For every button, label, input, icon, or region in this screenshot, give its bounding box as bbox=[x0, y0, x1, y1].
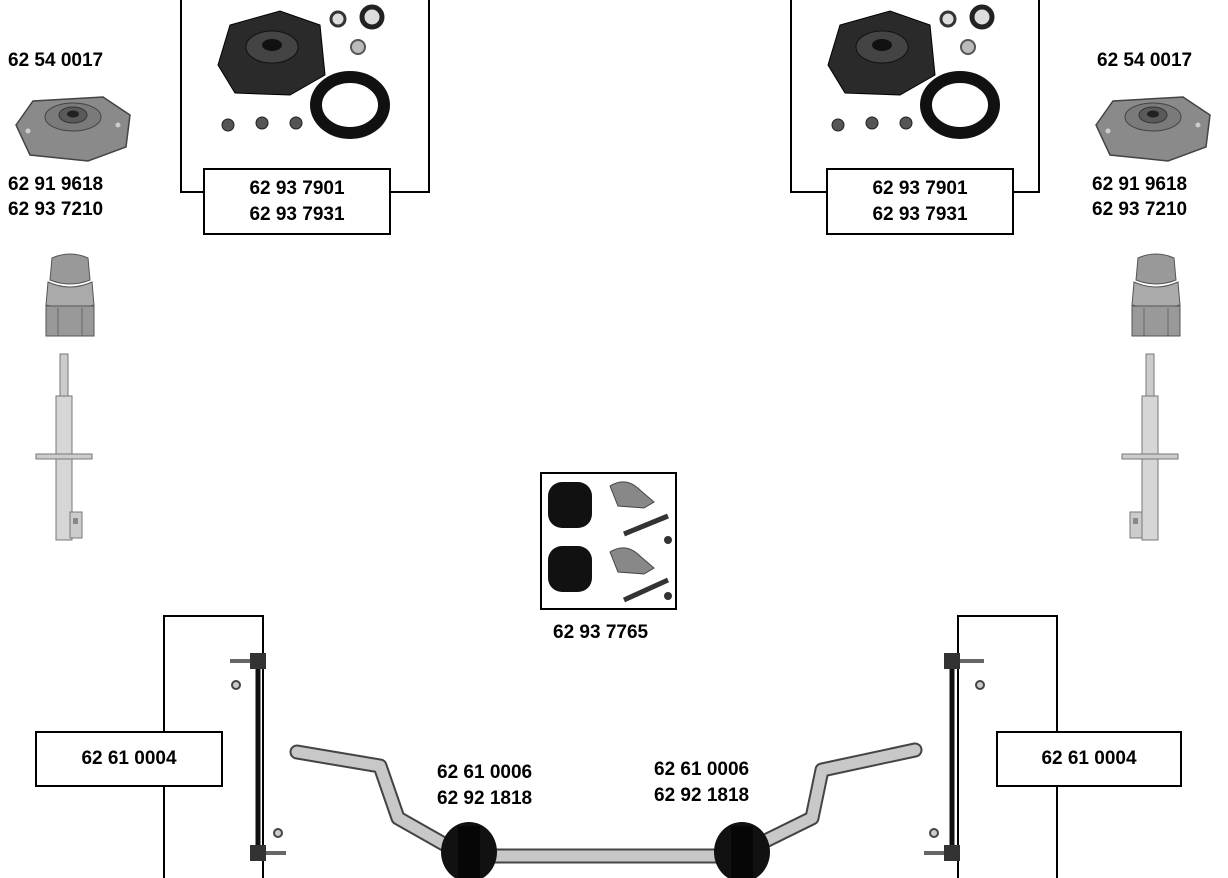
right-bush-part-2: 62 92 1818 bbox=[654, 785, 750, 806]
left-top-mount-alt-2: 62 93 7210 bbox=[8, 199, 104, 220]
right-link-part-number: 62 61 0004 bbox=[1041, 748, 1137, 769]
left-link-label: 62 61 0004 bbox=[35, 731, 223, 787]
left-mount-kit-part-1: 62 93 7901 bbox=[249, 177, 345, 199]
center-bush-kit-part-number: 62 93 7765 bbox=[553, 622, 649, 643]
left-top-mount-part-number: 62 54 0017 bbox=[8, 50, 104, 71]
right-mount-kit-part-2: 62 93 7931 bbox=[872, 203, 968, 225]
right-shock-absorber-image bbox=[1121, 353, 1179, 541]
left-mount-kit-part-2: 62 93 7931 bbox=[249, 203, 345, 225]
left-bump-stop-image bbox=[45, 253, 95, 337]
left-top-mount-alt-1: 62 91 9618 bbox=[8, 174, 104, 195]
right-strut-top-mount-image bbox=[1095, 96, 1211, 162]
right-bush-part-1: 62 61 0006 bbox=[654, 759, 750, 780]
right-stabilizer-link-image bbox=[924, 653, 985, 861]
right-link-label: 62 61 0004 bbox=[996, 731, 1182, 787]
right-top-mount-part-number: 62 54 0017 bbox=[1097, 50, 1193, 71]
left-mount-kit-label: 62 93 7901 62 93 7931 bbox=[203, 168, 391, 235]
left-mount-kit-image bbox=[217, 4, 390, 139]
right-top-mount-alt-1: 62 91 9618 bbox=[1092, 174, 1188, 195]
right-mount-kit-image bbox=[827, 4, 1000, 139]
right-mount-kit-part-1: 62 93 7901 bbox=[872, 177, 968, 199]
right-bump-stop-image bbox=[1131, 253, 1181, 337]
left-bush-part-2: 62 92 1818 bbox=[437, 788, 533, 809]
left-stabilizer-link-image bbox=[230, 653, 286, 861]
center-bush-kit-image bbox=[548, 481, 672, 603]
right-top-mount-alt-2: 62 93 7210 bbox=[1092, 199, 1188, 220]
left-bush-part-1: 62 61 0006 bbox=[437, 762, 533, 783]
left-link-part-number: 62 61 0004 bbox=[81, 748, 177, 769]
right-mount-kit-label: 62 93 7901 62 93 7931 bbox=[826, 168, 1014, 235]
left-shock-absorber-image bbox=[35, 353, 93, 541]
left-strut-top-mount-image bbox=[15, 96, 131, 162]
